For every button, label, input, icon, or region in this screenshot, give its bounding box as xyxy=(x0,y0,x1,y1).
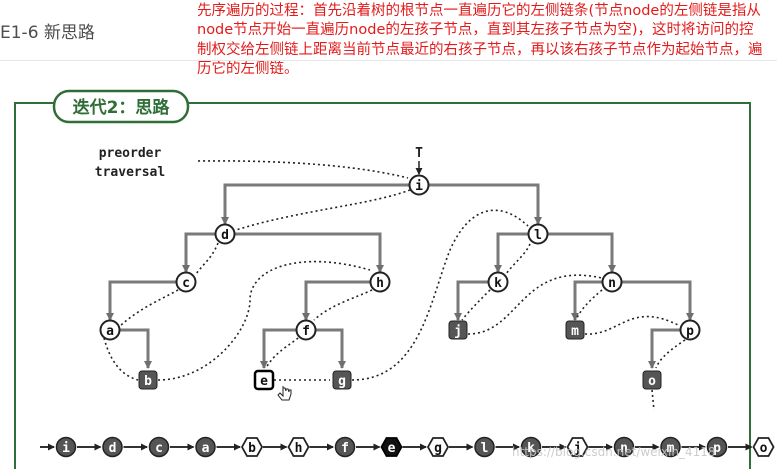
hand-cursor-icon xyxy=(277,386,292,401)
tree-node-label: n xyxy=(608,276,616,291)
sequence-item: p xyxy=(681,436,728,458)
sequence-label: n xyxy=(620,441,628,456)
tree-node-label: a xyxy=(106,324,114,339)
tree-node-b: b xyxy=(138,370,158,390)
tree-node-label: i xyxy=(415,179,423,194)
tree-node-label: e xyxy=(260,374,268,389)
sequence-label: p xyxy=(713,441,721,456)
sequence-item: i xyxy=(40,436,77,458)
tree-node-label: f xyxy=(302,324,310,339)
caption-preorder: preorder xyxy=(99,146,162,161)
tree-node-label: b xyxy=(144,374,152,389)
tree-node-h: h xyxy=(369,271,391,293)
tree-node-label: c xyxy=(182,276,190,291)
tree-node-label: h xyxy=(376,276,384,291)
tree-node-a: a xyxy=(99,319,121,341)
tree-node-label: g xyxy=(338,374,346,389)
sequence-label: g xyxy=(434,441,442,456)
sequence-label: o xyxy=(760,441,768,456)
sequence-item: m xyxy=(635,436,681,458)
sequence-label: l xyxy=(481,441,489,456)
tree-node-p: p xyxy=(679,319,701,341)
tree-node-label: j xyxy=(454,324,462,339)
tree-node-c: c xyxy=(175,271,197,293)
tree-node-label: d xyxy=(221,228,229,243)
tree-node-label: k xyxy=(494,276,502,291)
sequence-label: b xyxy=(248,441,256,456)
slide-title-badge xyxy=(52,89,190,124)
divider xyxy=(0,60,777,61)
slide-title: 迭代2：思路 xyxy=(73,97,171,118)
sequence-item: k xyxy=(495,436,542,458)
caption-traversal: traversal xyxy=(95,165,165,180)
tree-node-g: g xyxy=(332,370,352,390)
sequence-item: j xyxy=(542,437,589,457)
tree-node-label: p xyxy=(686,324,694,339)
section-heading: E1-6 新思路 xyxy=(0,23,95,43)
sequence-label: e xyxy=(388,441,396,456)
tree-node-label: o xyxy=(648,374,656,389)
sequence-label: m xyxy=(667,441,675,456)
sequence-item: l xyxy=(449,436,495,458)
tree-node-j: j xyxy=(448,320,468,340)
tree-node-m: m xyxy=(565,320,585,340)
sequence-label: k xyxy=(527,441,535,456)
tree-node-i: i xyxy=(408,174,430,196)
tree-node-l: l xyxy=(527,223,549,245)
sequence-label: a xyxy=(202,441,210,456)
sequence-label: i xyxy=(62,441,70,456)
sequence-item: b xyxy=(216,437,264,457)
sequence-label: d xyxy=(109,441,117,456)
tree-node-e: e xyxy=(253,369,275,391)
sequence-label: c xyxy=(155,441,163,456)
sequence-label: h xyxy=(295,441,303,456)
traversal-path xyxy=(103,160,686,411)
sequence-label: f xyxy=(341,441,349,456)
sequence-item: n xyxy=(588,436,635,458)
watermark: https://blog.csdn.net/weixin_4118 xyxy=(512,445,715,459)
sequence-item: d xyxy=(77,436,123,458)
sequence-label: j xyxy=(574,441,582,456)
annotation-note: 先序遍历的过程：首先沿着树的根节点一直遍历它的左侧链条(节点node的左侧链是指… xyxy=(197,3,763,78)
sequence-item: h xyxy=(263,437,310,457)
sequence-item: e xyxy=(356,437,403,457)
tree-node-label: l xyxy=(534,228,542,243)
tree-node-k: k xyxy=(487,271,509,293)
tree-node-label: m xyxy=(571,324,579,339)
sequence-item: g xyxy=(402,437,450,457)
sequence-item: o xyxy=(728,437,775,457)
tree-node-n: n xyxy=(601,271,623,293)
tree-node-d: d xyxy=(214,223,236,245)
sequence-item: f xyxy=(309,436,356,458)
tree-edges xyxy=(106,183,694,369)
sequence-item: a xyxy=(170,436,216,458)
sequence-item: c xyxy=(123,436,170,458)
tree-node-o: o xyxy=(642,370,662,390)
tree-node-f: f xyxy=(295,319,317,341)
root-label: T xyxy=(415,146,423,161)
